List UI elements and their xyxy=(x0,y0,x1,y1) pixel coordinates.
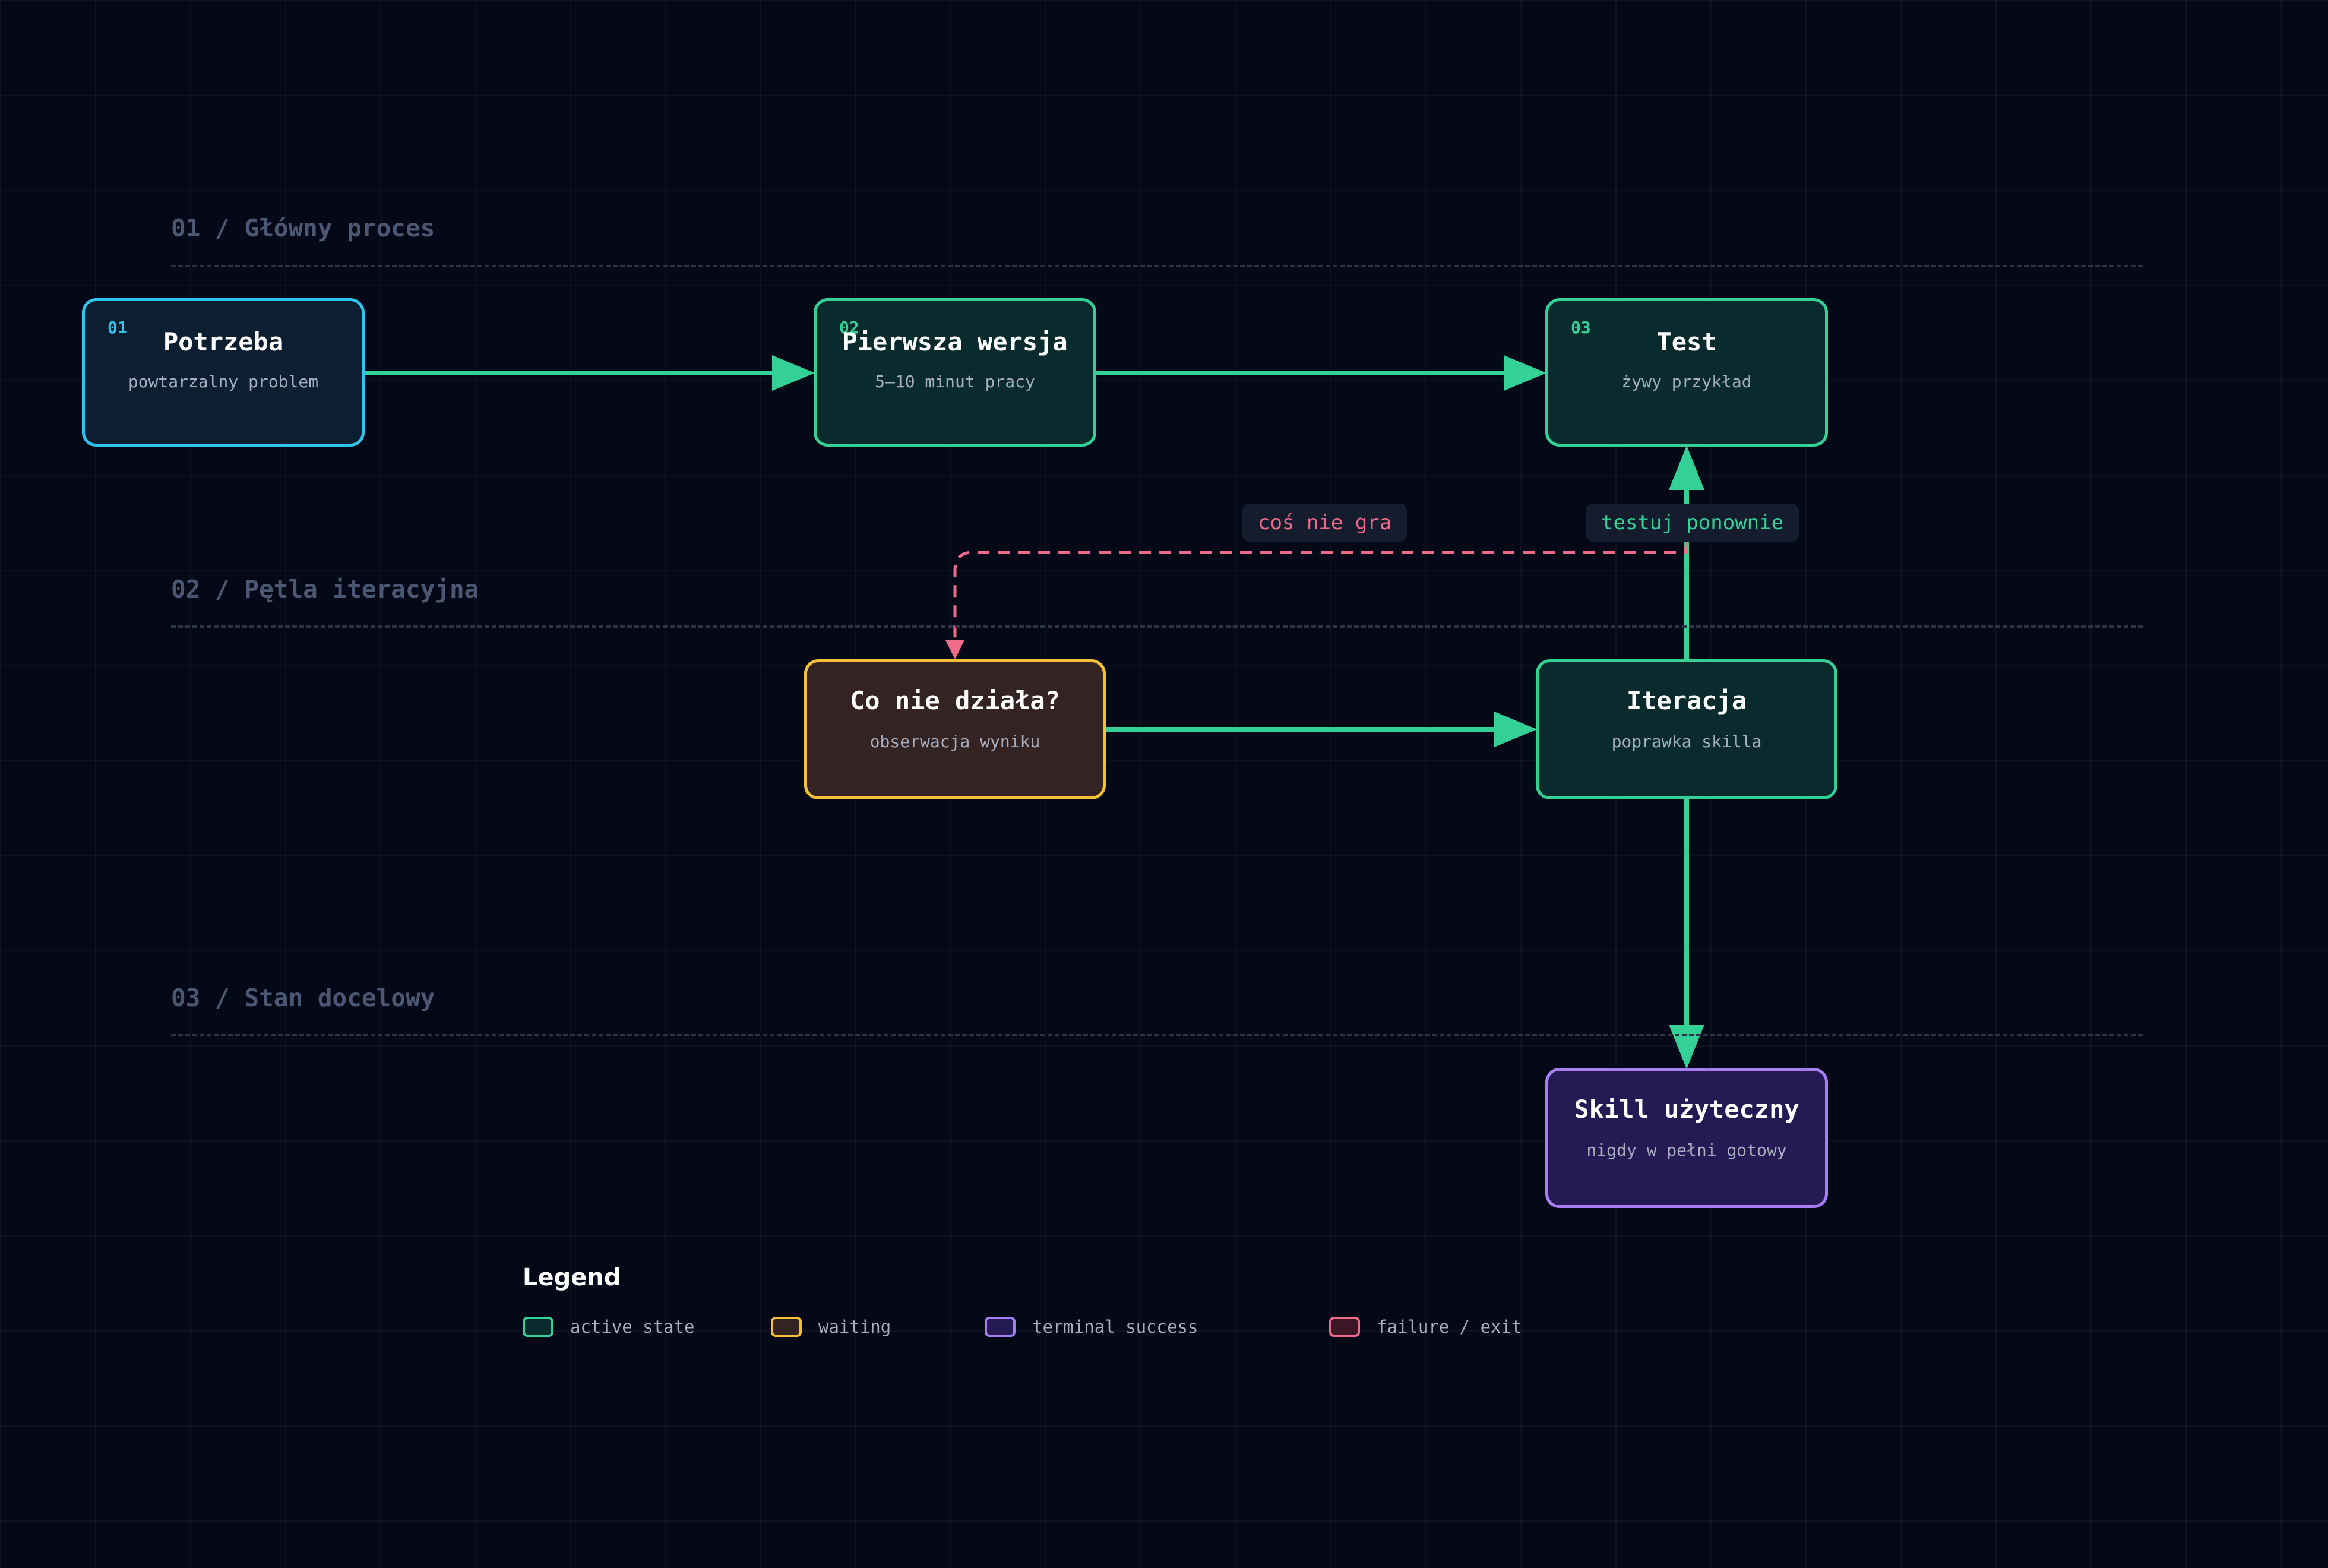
arrowhead-iteracja-to-test xyxy=(1669,445,1704,490)
node-subtitle: żywy przykład xyxy=(1621,372,1752,391)
edge-label-failure: coś nie gra xyxy=(1242,504,1407,542)
legend-label: waiting xyxy=(818,1317,891,1337)
legend-item-failure: failure / exit xyxy=(1329,1315,1522,1339)
node-subtitle: nigdy w pełni gotowy xyxy=(1586,1140,1787,1160)
node-title: Test xyxy=(1656,327,1717,356)
legend-title: Legend xyxy=(523,1264,621,1291)
arrowhead-conie-to-iteracja xyxy=(1494,712,1537,747)
node-title: Pierwsza wersja xyxy=(842,327,1068,356)
arrowhead-iteracja-to-skill xyxy=(1669,1025,1704,1069)
legend-swatch xyxy=(523,1317,553,1337)
node-subtitle: poprawka skilla xyxy=(1611,732,1762,751)
legend-swatch xyxy=(985,1317,1016,1337)
node-number: 01 xyxy=(107,318,128,337)
edge-label-retest: testuj ponownie xyxy=(1586,504,1799,542)
node-number: 02 xyxy=(839,318,859,337)
legend-swatch xyxy=(1329,1317,1360,1337)
node-iteracja[interactable]: Iteracja poprawka skilla xyxy=(1536,659,1837,799)
legend-label: active state xyxy=(570,1317,695,1337)
section-divider xyxy=(171,625,2143,628)
legend-item-waiting: waiting xyxy=(771,1315,891,1339)
node-skill-uzyteczny[interactable]: Skill użyteczny nigdy w pełni gotowy xyxy=(1545,1068,1828,1208)
section-divider xyxy=(171,1034,2143,1036)
legend-swatch xyxy=(771,1317,802,1337)
section-title-main-process: 01 / Główny proces xyxy=(171,214,435,242)
section-title-iteration-loop: 02 / Pętla iteracyjna xyxy=(171,575,479,603)
node-title: Skill użyteczny xyxy=(1574,1095,1799,1124)
section-divider xyxy=(171,265,2143,267)
node-potrzeba[interactable]: 01 Potrzeba powtarzalny problem xyxy=(82,298,365,447)
arrowhead-test-to-conie-failure xyxy=(945,640,964,659)
node-subtitle: obserwacja wyniku xyxy=(869,732,1040,751)
node-title: Iteracja xyxy=(1626,686,1747,715)
legend-label: terminal success xyxy=(1032,1317,1198,1337)
node-pierwsza-wersja[interactable]: 02 Pierwsza wersja 5–10 minut pracy xyxy=(814,298,1096,447)
legend-label: failure / exit xyxy=(1377,1317,1522,1337)
arrowhead-potrzeba-to-pierwsza xyxy=(772,355,815,391)
node-test[interactable]: 03 Test żywy przykład xyxy=(1545,298,1828,447)
node-title: Co nie działa? xyxy=(849,686,1060,715)
node-co-nie-dziala[interactable]: Co nie działa? obserwacja wyniku xyxy=(804,659,1106,799)
section-title-target-state: 03 / Stan docelowy xyxy=(171,984,435,1012)
legend-item-terminal-success: terminal success xyxy=(985,1315,1198,1339)
node-title: Potrzeba xyxy=(163,327,284,356)
node-subtitle: 5–10 minut pracy xyxy=(875,372,1035,391)
arrowhead-pierwsza-to-test xyxy=(1504,355,1546,391)
legend-item-active: active state xyxy=(523,1315,695,1339)
edge-test-to-conie-failure xyxy=(953,541,1688,640)
node-subtitle: powtarzalny problem xyxy=(128,372,319,391)
node-number: 03 xyxy=(1571,318,1591,337)
